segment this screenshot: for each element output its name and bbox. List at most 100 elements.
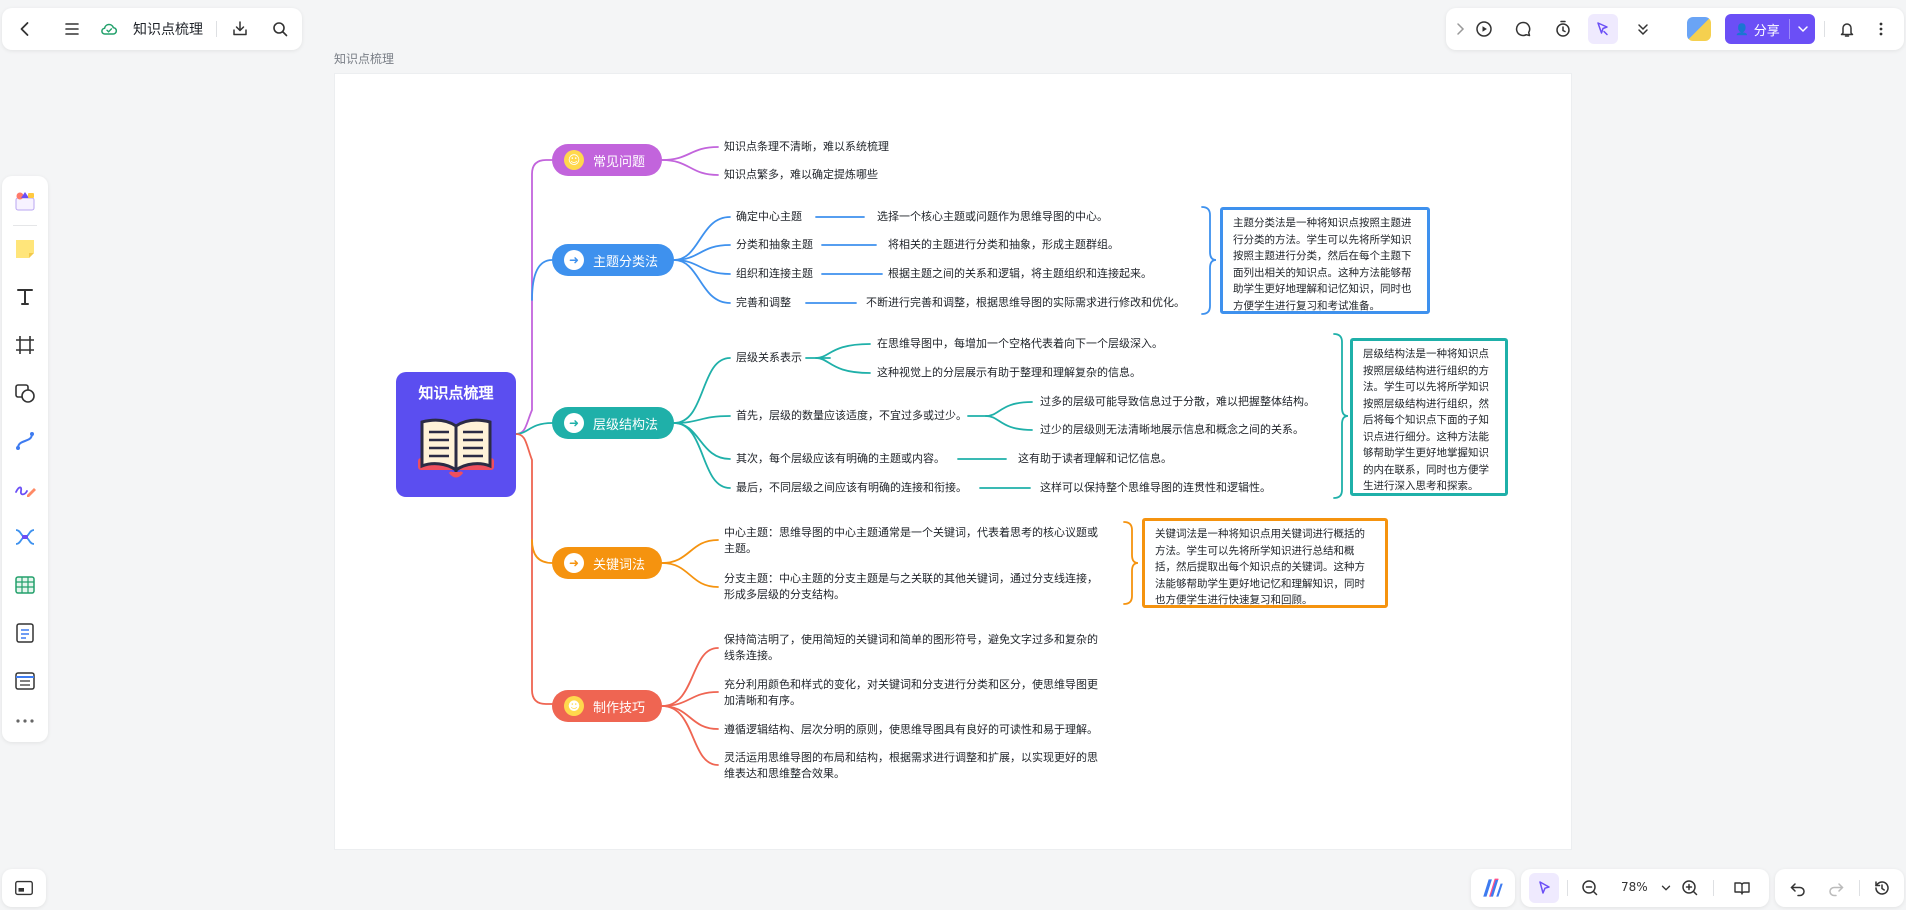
ai-button[interactable] xyxy=(1471,869,1515,907)
frame-label[interactable]: 知识点梳理 xyxy=(334,52,395,66)
chevron-down-icon[interactable] xyxy=(1795,21,1811,37)
sticky-note-icon[interactable] xyxy=(10,234,40,264)
bell-icon[interactable] xyxy=(1832,14,1862,44)
zoom-level[interactable]: 78% xyxy=(1621,880,1648,894)
redo-icon[interactable] xyxy=(1821,873,1851,903)
list-item-detail[interactable]: 过多的层级可能导致信息过于分散，难以把握整体结构。 xyxy=(1040,395,1315,408)
select-cursor-icon[interactable] xyxy=(1529,873,1559,903)
mindmap-root[interactable]: 知识点梳理 xyxy=(396,372,516,497)
list-item-detail[interactable]: 根据主题之间的关系和逻辑，将主题组织和连接起来。 xyxy=(888,267,1152,280)
open-book-icon xyxy=(418,418,494,478)
list-item-detail[interactable]: 将相关的主题进行分类和抽象，形成主题群组。 xyxy=(888,238,1119,251)
text-tool-icon[interactable] xyxy=(10,282,40,312)
divider xyxy=(1859,880,1860,896)
branch-label: 关键词法 xyxy=(593,557,646,573)
divider xyxy=(13,225,37,226)
more-tools-icon[interactable] xyxy=(10,710,40,732)
list-item[interactable]: 最后，不同层级之间应该有明确的连接和衔接。 xyxy=(736,481,967,494)
list-item-detail[interactable]: 这有助于读者理解和记忆信息。 xyxy=(1018,452,1172,465)
shape-tool-icon[interactable] xyxy=(10,378,40,408)
list-item[interactable]: 遵循逻辑结构、层次分明的原则，使思维导图具有良好的可读性和易于理解。 xyxy=(724,723,1098,736)
comment-icon[interactable] xyxy=(1508,14,1538,44)
branch-label: 制作技巧 xyxy=(593,700,646,716)
arrow-circle-icon: ➜ xyxy=(564,250,584,270)
branch-label: 常见问题 xyxy=(593,154,646,170)
list-item[interactable]: 知识点条理不清晰，难以系统梳理 xyxy=(724,140,889,153)
list-item-detail[interactable]: 这种视觉上的分层展示有助于整理和理解复杂的信息。 xyxy=(877,366,1141,379)
list-item-detail[interactable]: 选择一个核心主题或问题作为思维导图的中心。 xyxy=(877,210,1108,223)
zoom-out-icon[interactable] xyxy=(1575,873,1605,903)
minimap-toggle[interactable] xyxy=(2,869,46,907)
zoom-toolbar: 78% xyxy=(1521,869,1769,907)
list-item-detail[interactable]: 在思维导图中，每增加一个空格代表着向下一个层级深入。 xyxy=(877,337,1163,350)
summary-note[interactable]: 主题分类法是一种将知识点按照主题进行分类的方法。学生可以先将所学知识按照主题进行… xyxy=(1220,207,1430,314)
table-tool-icon[interactable] xyxy=(10,570,40,600)
timer-icon[interactable] xyxy=(1548,14,1578,44)
list-item[interactable]: 确定中心主题 xyxy=(736,210,802,223)
branch-label: 主题分类法 xyxy=(593,254,659,270)
template-icon[interactable] xyxy=(10,186,40,216)
branch-node-keywords[interactable]: ➜ 关键词法 xyxy=(552,547,662,579)
list-item[interactable]: 其次，每个层级应该有明确的主题或内容。 xyxy=(736,452,945,465)
list-item[interactable]: 分类和抽象主题 xyxy=(736,238,813,251)
list-item[interactable]: 保持简洁明了，使用简短的关键词和简单的图形符号，避免文字过多和复杂的线条连接。 xyxy=(724,633,1098,662)
list-item-detail[interactable]: 这样可以保持整个思维导图的连贯性和逻辑性。 xyxy=(1040,481,1271,494)
frame-tool-icon[interactable] xyxy=(10,330,40,360)
list-item[interactable]: 中心主题：思维导图的中心主题通常是一个关键词，代表着思考的核心议题或主题。 xyxy=(724,526,1098,555)
emoji-icon: ☺ xyxy=(564,150,584,170)
divider xyxy=(216,21,217,37)
left-toolbar xyxy=(2,176,48,742)
document-title[interactable]: 知识点梳理 xyxy=(133,22,203,38)
divider xyxy=(1824,21,1825,37)
branch-node-hierarchy[interactable]: ➜ 层级结构法 xyxy=(552,407,674,439)
book-view-icon[interactable] xyxy=(1727,873,1757,903)
summary-note[interactable]: 层级结构法是一种将知识点按照层级结构进行组织的方法。学生可以先将所学知识按照层级… xyxy=(1350,338,1508,496)
list-item[interactable]: 层级关系表示 xyxy=(736,351,802,364)
summary-note[interactable]: 关键词法是一种将知识点用关键词进行概括的方法。学生可以先将所学知识进行总结和概括… xyxy=(1142,518,1388,608)
branch-node-techniques[interactable]: ☻ 制作技巧 xyxy=(552,690,662,722)
list-item[interactable]: 充分利用颜色和样式的变化，对关键词和分支进行分类和区分，使思维导图更加清晰和有序… xyxy=(724,678,1098,707)
pen-tool-icon[interactable] xyxy=(10,474,40,504)
connector-tool-icon[interactable] xyxy=(10,426,40,456)
arrow-circle-icon: ➜ xyxy=(564,553,584,573)
top-right-toolbar: 👤 分享 xyxy=(1446,8,1904,50)
list-item[interactable]: 完善和调整 xyxy=(736,296,791,309)
list-item-detail[interactable]: 不断进行完善和调整，根据思维导图的实际需求进行修改和优化。 xyxy=(866,296,1185,309)
avatar[interactable] xyxy=(1687,17,1711,41)
chevron-right-icon[interactable] xyxy=(1448,14,1472,44)
undo-icon[interactable] xyxy=(1783,873,1813,903)
share-label: 分享 xyxy=(1753,23,1780,39)
list-item[interactable]: 组织和连接主题 xyxy=(736,267,813,280)
history-icon[interactable] xyxy=(1867,873,1897,903)
top-left-toolbar: 知识点梳理 xyxy=(2,8,302,50)
list-item[interactable]: 首先，层级的数量应该适度，不宜过多或过少。 xyxy=(736,409,967,422)
download-icon[interactable] xyxy=(225,14,255,44)
search-icon[interactable] xyxy=(265,14,295,44)
list-item[interactable]: 分支主题：中心主题的分支主题是与之关联的其他关键词，通过分支线连接，形成多层级的… xyxy=(724,572,1098,601)
history-toolbar xyxy=(1775,869,1904,907)
text-card-icon[interactable] xyxy=(10,618,40,648)
mindmap-tool-icon[interactable] xyxy=(10,522,40,552)
emoji-icon: ☻ xyxy=(564,696,584,716)
share-button[interactable]: 👤 分享 xyxy=(1725,14,1815,44)
branch-node-topic-classification[interactable]: ➜ 主题分类法 xyxy=(552,244,674,276)
cloud-saved-icon xyxy=(98,14,120,44)
divider xyxy=(1713,880,1714,896)
chevron-down-icon[interactable] xyxy=(1659,880,1673,899)
list-item-detail[interactable]: 过少的层级则无法清晰地展示信息和概念之间的关系。 xyxy=(1040,423,1304,436)
follow-cursor-icon[interactable] xyxy=(1588,14,1618,44)
list-card-icon[interactable] xyxy=(10,666,40,696)
menu-icon[interactable] xyxy=(57,14,87,44)
list-item[interactable]: 知识点繁多，难以确定提炼哪些 xyxy=(724,168,878,181)
list-item[interactable]: 灵活运用思维导图的布局和结构，根据需求进行调整和扩展，以实现更好的思维表达和思维… xyxy=(724,751,1098,780)
user-add-icon: 👤 xyxy=(1735,22,1749,36)
play-icon[interactable] xyxy=(1469,14,1499,44)
back-icon[interactable] xyxy=(10,14,40,44)
zoom-in-icon[interactable] xyxy=(1675,873,1705,903)
more-icon[interactable] xyxy=(1866,14,1896,44)
divider xyxy=(1789,19,1790,39)
double-chevron-down-icon[interactable] xyxy=(1628,14,1658,44)
branch-label: 层级结构法 xyxy=(593,417,659,433)
branch-node-common-problems[interactable]: ☺ 常见问题 xyxy=(552,144,662,176)
divider xyxy=(1567,880,1568,896)
